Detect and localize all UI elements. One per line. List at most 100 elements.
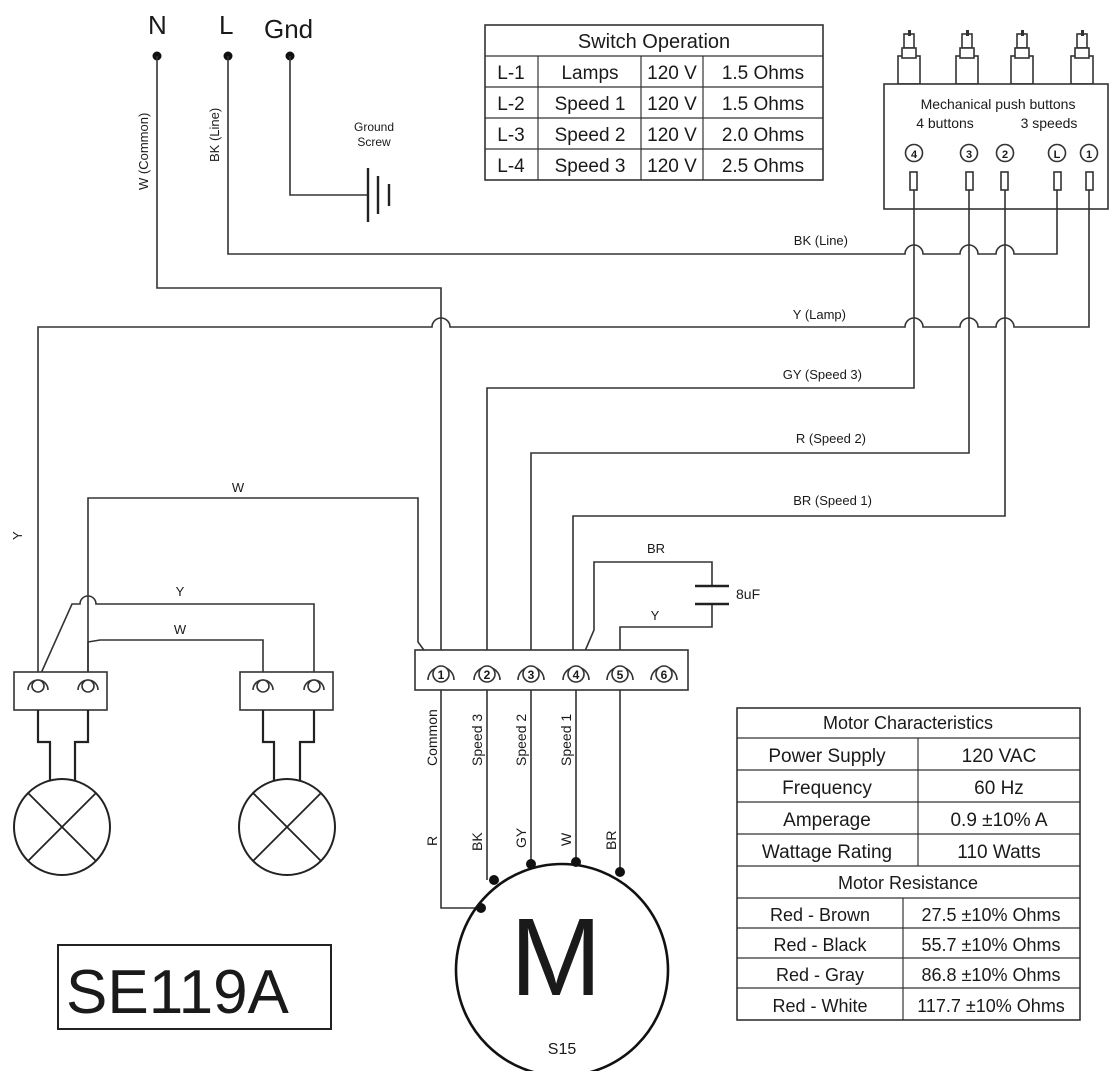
push-button-icon [955,30,979,85]
resistance-white-label: Red - White [772,996,867,1016]
cap-br-label: BR [647,541,665,556]
push-button-icon [897,30,921,85]
resistance-title: Motor Resistance [838,873,978,893]
lamp-socket-left [13,671,108,784]
lamp-w-top-label: W [232,480,245,495]
switch-operation-table: Switch Operation L-1 Lamps 120 V 1.5 Ohm… [484,24,824,181]
spec-amperage-value: 0.9 ±10% A [950,810,1047,831]
motor-symbol: M [510,896,602,1019]
lamp-y-vertical-label: Y [10,531,25,540]
terminal-2-number: 2 [484,668,491,682]
terminal-function-speed3: Speed 3 [469,714,485,766]
lamp-icon [238,778,336,876]
switch-row-4-id: L-4 [497,156,525,177]
spec-frequency-label: Frequency [782,778,872,799]
switch-row-3-id: L-3 [497,125,524,146]
terminal-function-speed1: Speed 1 [558,714,574,766]
motor-model: S15 [548,1041,577,1058]
cap-y-label: Y [651,608,660,623]
terminal-function-common: Common [424,709,440,766]
switch-row-2-func: Speed 1 [555,94,626,115]
ground-screw-icon [366,168,391,222]
switch-row-4-volt: 120 V [647,156,697,177]
terminal-function-speed2: Speed 2 [513,714,529,766]
resistance-black-value: 55.7 ±10% Ohms [922,935,1061,955]
terminal-5 [606,665,634,683]
spec-power-value: 120 VAC [962,746,1037,767]
switch-row-1-ohm: 1.5 Ohms [722,63,804,84]
terminal-6 [650,665,678,683]
motor-characteristics-table: Motor Characteristics Power Supply 120 V… [736,707,1081,1021]
neutral-common-wire [156,56,442,672]
terminal-6-number: 6 [661,668,668,682]
push-buttons-count: 4 buttons [916,115,974,131]
spec-frequency-value: 60 Hz [974,778,1024,799]
push-button-icon [1010,30,1034,85]
lamp-w-link-wire [87,639,264,680]
motor-icon [454,862,670,1071]
terminal-1-number: 1 [438,668,445,682]
lamp-y-link-wire [37,595,315,681]
ground-screw-label-2: Screw [357,135,391,149]
terminal-1 [427,665,455,683]
switch-row-3-volt: 120 V [647,125,697,146]
terminal-4 [562,665,590,683]
motor-lead-w: W [558,832,574,846]
switch-row-1-volt: 120 V [647,63,697,84]
switch-terminal-1: 1 [1086,149,1092,161]
terminal-5-number: 5 [617,668,624,682]
motor-lead-wires [440,690,621,909]
lamp-w-wire [87,497,441,680]
resistance-white-value: 117.7 ±10% Ohms [917,996,1065,1016]
ground-wire [289,56,368,196]
switch-row-1-func: Lamps [561,63,618,84]
motor-lead-br: BR [603,831,619,850]
switch-terminal-l: L [1054,149,1061,161]
switch-row-4-ohm: 2.5 Ohms [722,156,804,177]
neutral-wire-label: W (Common) [136,113,151,190]
spec-wattage-value: 110 Watts [957,842,1040,863]
terminal-block: 1 2 3 4 5 6 [414,649,689,691]
line-label: L [219,10,233,40]
terminal-4-number: 4 [573,668,580,682]
lamp-w-mid-label: W [174,622,187,637]
switch-terminal-2: 2 [1002,149,1008,161]
switch-terminal-3: 3 [966,149,972,161]
gy-speed3-wire-label: GY (Speed 3) [783,367,862,382]
br-speed1-wire [572,190,1006,672]
capacitor-icon [695,584,729,606]
spec-wattage-label: Wattage Rating [762,842,892,863]
switch-row-4-func: Speed 3 [555,156,626,177]
push-button-switch: Mechanical push buttons 4 buttons 3 spee… [883,30,1109,210]
resistance-black-label: Red - Black [773,935,867,955]
cap-br-wire [575,561,713,673]
push-button-icon [1070,30,1094,85]
lamp-icon [13,778,111,876]
terminal-3 [517,665,545,683]
switch-table-title: Switch Operation [578,31,730,53]
switch-terminal-4: 4 [911,149,918,161]
switch-row-1-id: L-1 [497,63,524,84]
switch-row-2-id: L-2 [497,94,524,115]
model-label: SE119A [66,958,290,1027]
r-speed2-wire [530,190,970,672]
ground-screw-label-1: Ground [354,120,394,134]
resistance-gray-value: 86.8 ±10% Ohms [922,965,1061,985]
spec-power-label: Power Supply [768,746,886,767]
model-label-box [57,944,332,1030]
spec-amperage-label: Amperage [783,810,871,831]
motor-lead-r: R [424,836,440,846]
lamp-socket-right [239,671,334,784]
motor-lead-gy: GY [513,827,529,848]
ground-label: Gnd [264,14,313,44]
switch-row-2-volt: 120 V [647,94,697,115]
switch-row-3-func: Speed 2 [555,125,626,146]
y-lamp-wire [37,190,1090,680]
y-lamp-wire-label: Y (Lamp) [793,307,846,322]
capacitor-value: 8uF [736,586,760,602]
motor-lead-bk: BK [469,832,485,851]
resistance-brown-value: 27.5 ±10% Ohms [922,905,1061,925]
line-wire-label: BK (Line) [207,108,222,162]
br-speed1-wire-label: BR (Speed 1) [793,493,872,508]
